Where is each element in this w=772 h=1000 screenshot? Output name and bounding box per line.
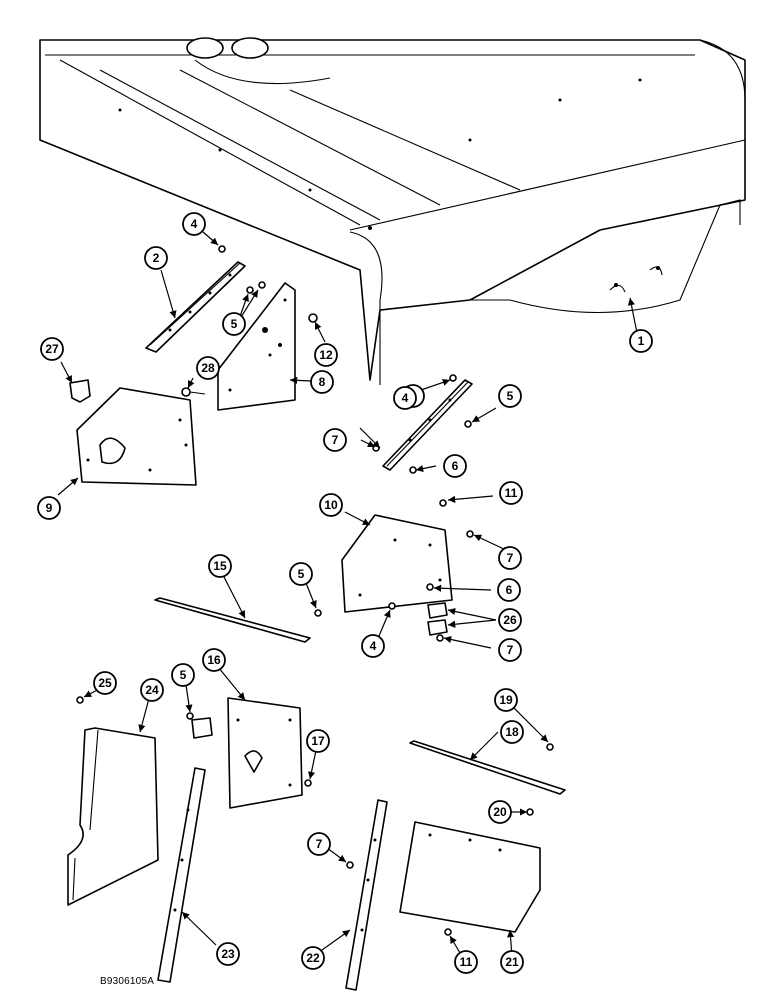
part-28-bolt xyxy=(181,387,206,397)
callout-5: 5 xyxy=(222,312,246,336)
part-10-gusset-plate xyxy=(341,514,453,613)
callout-10: 10 xyxy=(319,493,343,517)
hood-body-assembly xyxy=(39,37,746,385)
callout-23: 23 xyxy=(216,942,240,966)
svg-text:7: 7 xyxy=(332,433,339,447)
part-26-plates xyxy=(427,602,448,636)
svg-text:2: 2 xyxy=(153,251,160,265)
svg-text:20: 20 xyxy=(493,805,507,819)
callout-11: 11 xyxy=(499,481,523,505)
svg-text:4: 4 xyxy=(370,639,377,653)
callout-21: 21 xyxy=(500,950,524,974)
svg-text:1: 1 xyxy=(638,334,645,348)
svg-text:27: 27 xyxy=(45,342,59,356)
callout-18: 18 xyxy=(500,720,524,744)
svg-text:7: 7 xyxy=(316,837,323,851)
small-plate xyxy=(191,717,213,739)
svg-text:7: 7 xyxy=(507,551,514,565)
svg-text:9: 9 xyxy=(46,501,53,515)
svg-text:11: 11 xyxy=(505,486,518,500)
callout-22: 22 xyxy=(301,946,325,970)
svg-text:18: 18 xyxy=(505,725,519,739)
svg-text:5: 5 xyxy=(231,317,238,331)
figure-id-label: B9306105A xyxy=(100,976,155,987)
part-27-clip xyxy=(69,379,91,403)
svg-text:19: 19 xyxy=(499,693,513,707)
callout-24: 24 xyxy=(140,678,164,702)
callout-28: 28 xyxy=(196,356,220,380)
callout-6: 6 xyxy=(443,454,467,478)
svg-text:8: 8 xyxy=(319,375,326,389)
svg-text:17: 17 xyxy=(311,734,325,748)
svg-text:6: 6 xyxy=(452,459,459,473)
callout-8: 8 xyxy=(310,370,334,394)
part-9-bracket-plate xyxy=(76,387,197,486)
callout-7: 7 xyxy=(323,428,347,452)
svg-text:5: 5 xyxy=(507,389,514,403)
callout-15: 15 xyxy=(208,554,232,578)
part-24-side-panel xyxy=(67,727,159,906)
callout-7: 7 xyxy=(498,546,522,570)
callout-6: 6 xyxy=(497,578,521,602)
callout-7: 7 xyxy=(498,638,522,662)
callout-12: 12 xyxy=(314,343,338,367)
callout-4: 4 xyxy=(393,386,417,410)
svg-text:5: 5 xyxy=(180,668,187,682)
svg-text:28: 28 xyxy=(201,361,215,375)
callout-25: 25 xyxy=(93,671,117,695)
svg-text:26: 26 xyxy=(503,613,517,627)
svg-text:4: 4 xyxy=(402,391,409,405)
svg-text:23: 23 xyxy=(221,947,235,961)
svg-text:25: 25 xyxy=(98,676,112,690)
part-8-triangle-plate xyxy=(217,282,296,411)
callout-11: 11 xyxy=(454,950,478,974)
svg-text:6: 6 xyxy=(506,583,513,597)
callout-1: 1 xyxy=(629,329,653,353)
callout-27: 27 xyxy=(40,337,64,361)
part-23-post xyxy=(157,767,206,983)
callout-16: 16 xyxy=(202,648,226,672)
callout-26: 26 xyxy=(498,608,522,632)
callout-19: 19 xyxy=(494,688,518,712)
part-15-strip xyxy=(154,597,311,643)
callout-17: 17 xyxy=(306,729,330,753)
svg-text:21: 21 xyxy=(505,955,519,969)
svg-text:15: 15 xyxy=(213,559,227,573)
part-18-strip xyxy=(409,740,566,795)
svg-text:24: 24 xyxy=(145,683,159,697)
callout-5: 5 xyxy=(289,562,313,586)
svg-text:22: 22 xyxy=(306,951,320,965)
part-16-panel xyxy=(227,697,303,809)
part-2-angle-strip xyxy=(145,261,246,353)
svg-text:12: 12 xyxy=(319,348,333,362)
part-21-panel xyxy=(399,821,541,933)
svg-text:11: 11 xyxy=(460,955,473,969)
svg-text:10: 10 xyxy=(324,498,338,512)
callout-5: 5 xyxy=(498,384,522,408)
svg-text:16: 16 xyxy=(207,653,221,667)
callout-4: 4 xyxy=(182,212,206,236)
callout-4: 4 xyxy=(361,634,385,658)
callout-20: 20 xyxy=(488,800,512,824)
callout-7: 7 xyxy=(307,832,331,856)
callout-9: 9 xyxy=(37,496,61,520)
part-22-post xyxy=(345,799,388,991)
callout-2: 2 xyxy=(144,246,168,270)
callout-5: 5 xyxy=(171,663,195,687)
svg-text:4: 4 xyxy=(191,217,198,231)
part-3-angle-strip xyxy=(382,379,473,471)
svg-text:7: 7 xyxy=(507,643,514,657)
svg-text:5: 5 xyxy=(298,567,305,581)
